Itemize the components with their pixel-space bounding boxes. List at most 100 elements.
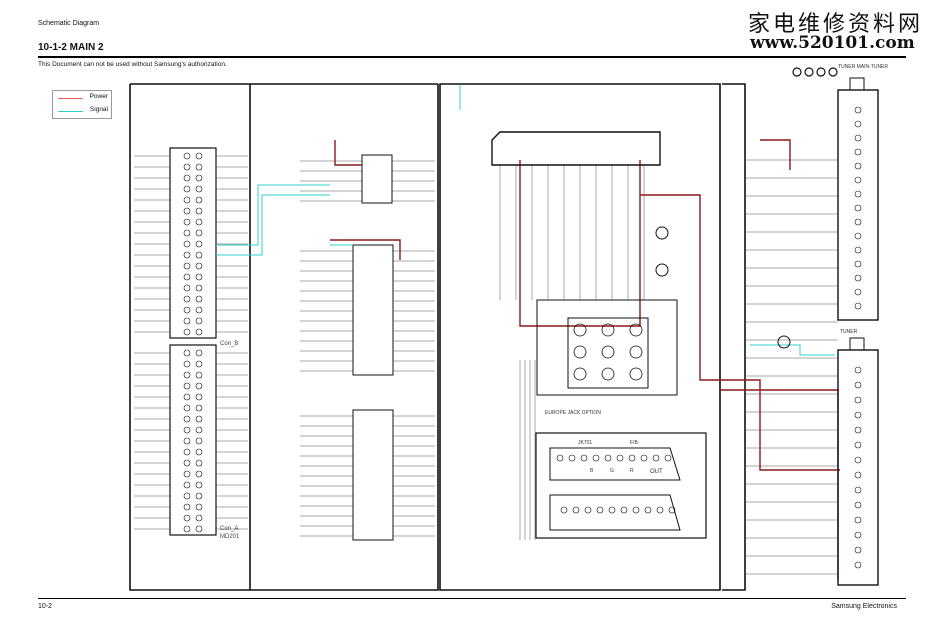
rca-jack bbox=[629, 323, 643, 337]
europe-jack-box bbox=[536, 299, 678, 396]
scart-pin bbox=[568, 454, 576, 462]
scart-pin bbox=[664, 454, 672, 462]
tuner-pin bbox=[854, 531, 862, 539]
tuner-pin bbox=[854, 396, 862, 404]
power-wires bbox=[330, 139, 840, 580]
connector-pin bbox=[195, 174, 203, 182]
connector-pin bbox=[195, 284, 203, 292]
page-number: 10-2 bbox=[38, 603, 53, 610]
scart-pin bbox=[596, 506, 604, 514]
scart-r-label: R bbox=[630, 468, 634, 474]
connector-pin bbox=[183, 404, 191, 412]
scart-pin bbox=[616, 454, 624, 462]
connector-pin bbox=[183, 218, 191, 226]
connector-pin bbox=[195, 448, 203, 456]
page-title: 10-1-2 MAIN 2 bbox=[38, 42, 104, 53]
tuner-pin bbox=[854, 232, 862, 240]
authorization-notice: This Document can not be used without Sa… bbox=[38, 61, 227, 68]
tuner-pin bbox=[854, 441, 862, 449]
connector-pin bbox=[183, 360, 191, 368]
scart-row-2 bbox=[549, 494, 681, 531]
panel-frame-right bbox=[722, 83, 746, 591]
scart-pin bbox=[668, 506, 676, 514]
connector-pin bbox=[195, 503, 203, 511]
tuner-pin bbox=[854, 176, 862, 184]
connector-pin bbox=[183, 229, 191, 237]
connector-pin bbox=[195, 196, 203, 204]
tuner-pin bbox=[854, 302, 862, 310]
scart-row-1 bbox=[549, 447, 681, 481]
scart-pin bbox=[632, 506, 640, 514]
legend: Power Signal bbox=[52, 90, 112, 119]
con-b-label: Con_B bbox=[220, 341, 238, 347]
connector-pin bbox=[195, 185, 203, 193]
scart-pin bbox=[652, 454, 660, 462]
tuner-pin bbox=[854, 218, 862, 226]
rca-jack bbox=[629, 367, 643, 381]
connector-pin bbox=[183, 306, 191, 314]
sub-tuner-label: TUNER bbox=[840, 329, 858, 335]
scart-out-label: OUT bbox=[650, 469, 663, 475]
connector-pin bbox=[195, 229, 203, 237]
connector-pin bbox=[183, 262, 191, 270]
connector-pin bbox=[183, 492, 191, 500]
test-point bbox=[792, 67, 802, 77]
rca-jack bbox=[573, 323, 587, 337]
connector-pin bbox=[195, 492, 203, 500]
tuner-pin bbox=[854, 204, 862, 212]
connector-pin bbox=[195, 371, 203, 379]
tuner-pin bbox=[854, 106, 862, 114]
connector-pin bbox=[183, 349, 191, 357]
transistor-2 bbox=[655, 263, 669, 277]
connector-pin bbox=[195, 470, 203, 478]
scart-pin bbox=[572, 506, 580, 514]
connector-pin bbox=[183, 328, 191, 336]
scart-pin bbox=[556, 454, 564, 462]
scart-jack-box bbox=[535, 432, 707, 539]
tuner-pin bbox=[854, 288, 862, 296]
connector-pin bbox=[195, 328, 203, 336]
rca-jack bbox=[573, 367, 587, 381]
connector-pin bbox=[183, 284, 191, 292]
tuner-pin bbox=[854, 471, 862, 479]
scart-pin bbox=[628, 454, 636, 462]
connector-pin bbox=[195, 163, 203, 171]
sub-tuner bbox=[837, 349, 879, 586]
connector-pin bbox=[195, 481, 203, 489]
rca-jack-block bbox=[567, 317, 649, 389]
test-point bbox=[828, 67, 838, 77]
signal-wires bbox=[216, 85, 835, 356]
tuner-pin bbox=[854, 381, 862, 389]
europe-jack-label: EUROPE JACK OPTION bbox=[545, 410, 601, 416]
rca-jack bbox=[601, 367, 615, 381]
rca-jack bbox=[629, 345, 643, 359]
scart-pin bbox=[584, 506, 592, 514]
tuner-pin bbox=[854, 190, 862, 198]
ic-main-processor bbox=[491, 131, 661, 166]
company-name: Samsung Electronics bbox=[831, 603, 897, 610]
tuner-pin bbox=[854, 366, 862, 374]
tuner-pin bbox=[854, 516, 862, 524]
connector-pin bbox=[183, 481, 191, 489]
connector-pin bbox=[183, 251, 191, 259]
connector-pin bbox=[195, 382, 203, 390]
tuner-pin bbox=[854, 486, 862, 494]
connector-pin bbox=[183, 514, 191, 522]
connector-pin bbox=[183, 415, 191, 423]
panel-frame-left bbox=[129, 83, 439, 591]
connector-pin bbox=[195, 459, 203, 467]
tuner-pin bbox=[854, 501, 862, 509]
scart-pin bbox=[592, 454, 600, 462]
ic-video-switch bbox=[352, 409, 394, 541]
rca-jack bbox=[601, 323, 615, 337]
connector-pin bbox=[183, 525, 191, 533]
scart-pin bbox=[604, 454, 612, 462]
connector-pin bbox=[195, 207, 203, 215]
connector-pin bbox=[183, 426, 191, 434]
connector-pin bbox=[183, 196, 191, 204]
scart-g-label: G bbox=[610, 468, 614, 474]
scart-pin bbox=[644, 506, 652, 514]
scart-jack-ref: JK701 bbox=[578, 440, 592, 446]
connector-pin bbox=[183, 470, 191, 478]
tuner-pin bbox=[854, 162, 862, 170]
